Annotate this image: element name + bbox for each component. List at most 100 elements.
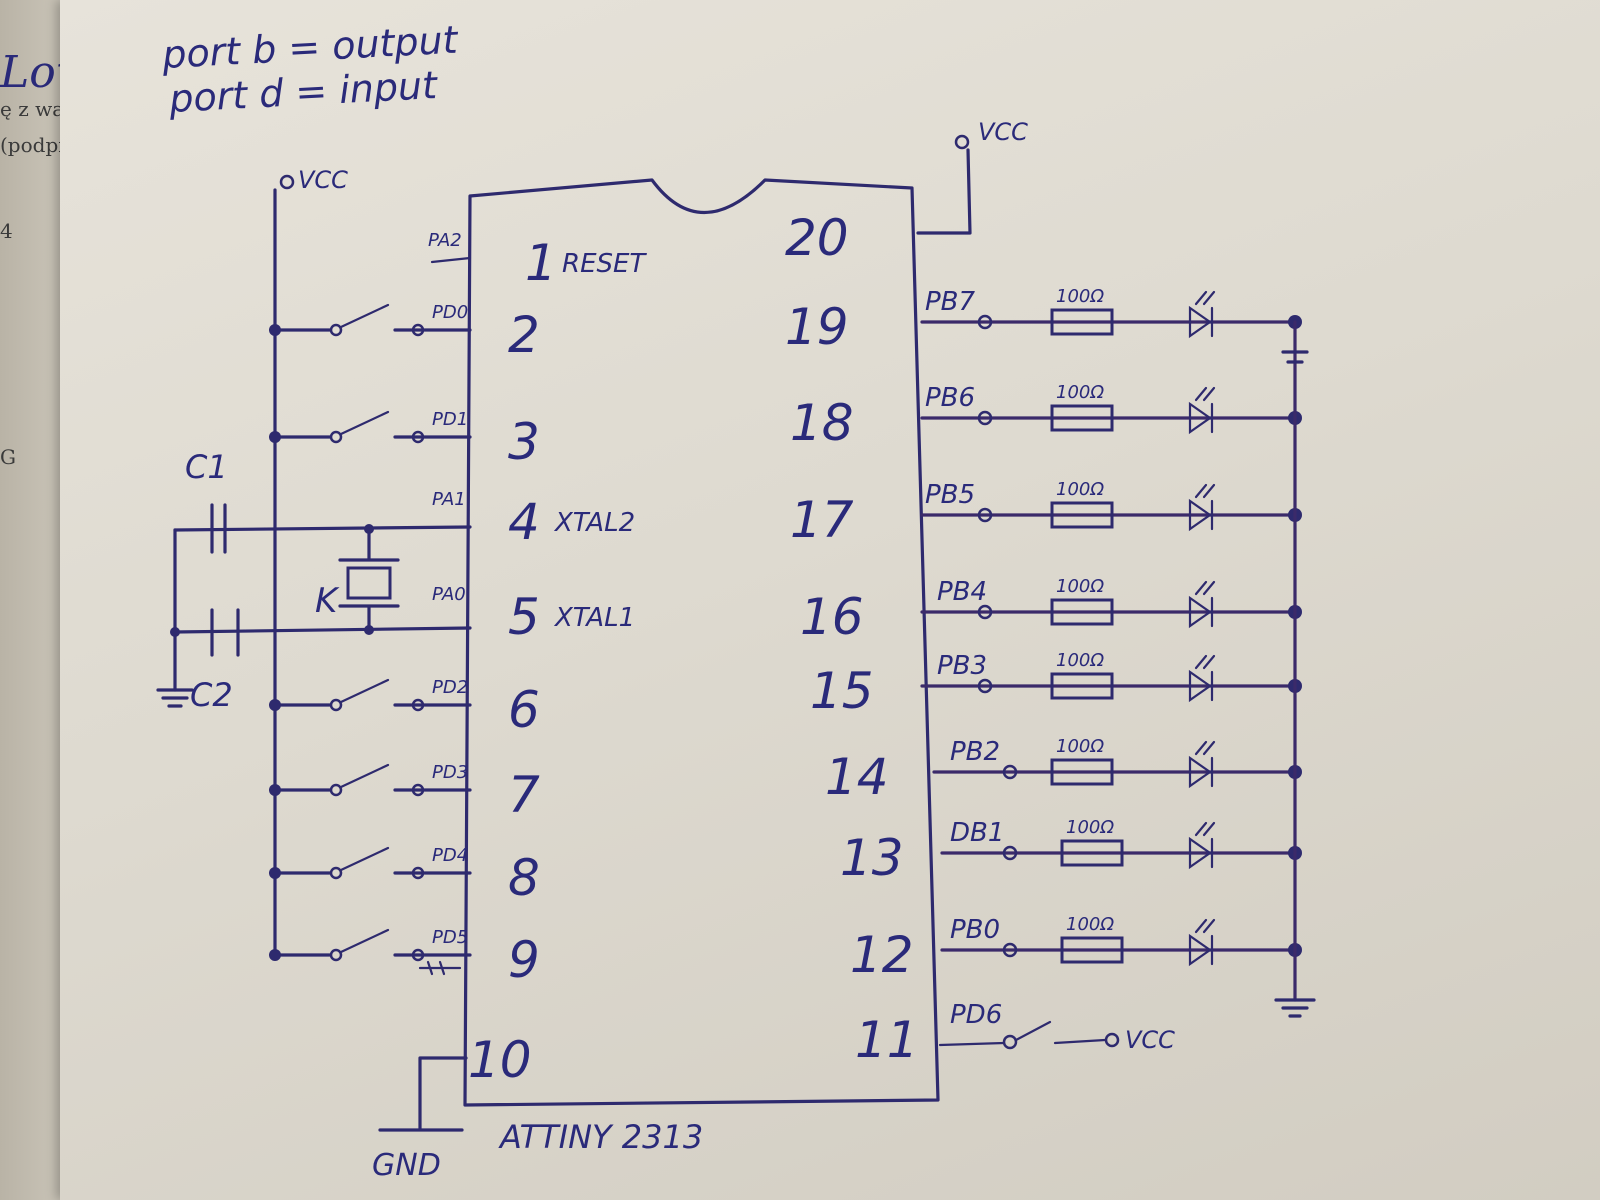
pin-number-5: 5: [508, 588, 540, 646]
switch-contact: [329, 323, 343, 337]
rail-junction: [269, 867, 281, 879]
led-diode: [1188, 305, 1214, 339]
pin-number-15: 15: [810, 662, 874, 720]
pin-net-PB7: PB7: [925, 287, 976, 317]
led-diode: [1188, 669, 1214, 703]
pin-net-PB5: PB5: [925, 480, 975, 510]
led-diode: [1188, 401, 1214, 435]
cap-ground-symbol: [156, 688, 194, 708]
pin-number-6: 6: [508, 681, 540, 739]
capacitor-c1: [210, 503, 227, 554]
resistor: [1050, 501, 1114, 529]
pin-net-PB6: PB6: [925, 383, 975, 413]
resistor-value: 100Ω: [1056, 650, 1104, 671]
resistor-value: 100Ω: [1056, 479, 1104, 500]
pd6-switch-blade: [1014, 1020, 1052, 1042]
vcc-terminal-top: [954, 134, 970, 150]
resistor: [1050, 308, 1114, 336]
pin-net-PB4: PB4: [937, 577, 987, 607]
pin-net-PD1: PD1: [432, 409, 468, 430]
pin-number-7: 7: [508, 766, 540, 824]
rail-junction: [269, 324, 281, 336]
gnd-wire: [418, 1056, 468, 1130]
underlying-text-line: 4: [0, 219, 13, 243]
pin-number-10: 10: [468, 1031, 532, 1089]
resistor-value: 100Ω: [1056, 576, 1104, 597]
pin-net-PB3: PB3: [937, 651, 987, 681]
pin-number-18: 18: [790, 394, 854, 452]
underlying-text-line: G: [0, 445, 16, 469]
led-diode: [1188, 595, 1214, 629]
led-light-arrows: [1194, 918, 1216, 934]
pin-net-PB0: PB0: [950, 915, 1000, 945]
gnd-label: GND: [372, 1148, 441, 1183]
pd6-vcc-terminal: [1104, 1032, 1120, 1048]
crystal-label: K: [315, 581, 340, 621]
led-diode: [1188, 755, 1214, 789]
pin-number-2: 2: [508, 306, 540, 364]
vcc-terminal-left: [279, 174, 295, 190]
pin-terminal: [977, 507, 993, 523]
resistor-value: 100Ω: [1056, 736, 1104, 757]
switch-contact: [329, 698, 343, 712]
pin-number-19: 19: [785, 298, 849, 356]
pin-number-20: 20: [785, 209, 849, 267]
led-light-arrows: [1194, 483, 1216, 499]
led-light-arrows: [1194, 740, 1216, 756]
chip-outline: [463, 178, 940, 1107]
pin-function-4: XTAL2: [553, 508, 635, 538]
pin-function-1: RESET: [562, 249, 647, 279]
switch-blade: [339, 928, 390, 954]
chip-name: ATTINY 2313: [498, 1118, 703, 1156]
pin-terminal: [1002, 845, 1018, 861]
led-diode: [1188, 933, 1214, 967]
input-switches: [156, 188, 472, 976]
c1-label: C1: [185, 448, 228, 486]
pin-number-1: 1: [525, 234, 557, 292]
xtal2-wire: [173, 525, 472, 532]
resistor-value: 100Ω: [1056, 382, 1104, 403]
c2-label: C2: [190, 676, 233, 714]
pin-net-PA1: PA1: [432, 489, 466, 510]
pin-terminal: [977, 314, 993, 330]
pin-net-DB1: DB1: [950, 818, 1004, 848]
pin9-hatch: [418, 960, 462, 976]
switch-blade: [339, 846, 390, 872]
rail-junction: [269, 699, 281, 711]
pin-terminal: [977, 604, 993, 620]
pin-terminal: [977, 678, 993, 694]
crystal-plates: [338, 525, 400, 632]
switch-blade: [339, 678, 390, 704]
resistor: [1050, 598, 1114, 626]
pd6-vcc-label: VCC: [1125, 1026, 1175, 1054]
pin-number-8: 8: [508, 849, 540, 907]
pin-net-PD4: PD4: [432, 845, 468, 866]
pin-function-5: XTAL1: [553, 603, 635, 633]
switch-blade: [339, 303, 390, 329]
resistor-value: 100Ω: [1056, 286, 1104, 307]
resistor: [1050, 672, 1114, 700]
resistor-value: 100Ω: [1066, 914, 1114, 935]
crystal-junction: [364, 524, 374, 534]
rail-junction: [269, 784, 281, 796]
resistor: [1060, 839, 1124, 867]
led-light-arrows: [1194, 580, 1216, 596]
pd6-terminal: [1002, 1034, 1018, 1050]
pin-number-13: 13: [840, 829, 904, 887]
pin-net-PA2: PA2: [428, 230, 462, 251]
led-light-arrows: [1194, 821, 1216, 837]
pin-net-PD0: PD0: [432, 302, 468, 323]
crystal-junction: [364, 625, 374, 635]
switch-contact: [329, 430, 343, 444]
pin-terminal: [1002, 942, 1018, 958]
led-light-arrows: [1194, 654, 1216, 670]
pd6-wire: [938, 1041, 1006, 1047]
led-light-arrows: [1194, 386, 1216, 402]
led-light-arrows: [1194, 290, 1216, 306]
xtal1-wire: [173, 626, 472, 634]
pd6-vcc-wire: [1053, 1038, 1107, 1045]
pin-net-PD2: PD2: [432, 677, 468, 698]
